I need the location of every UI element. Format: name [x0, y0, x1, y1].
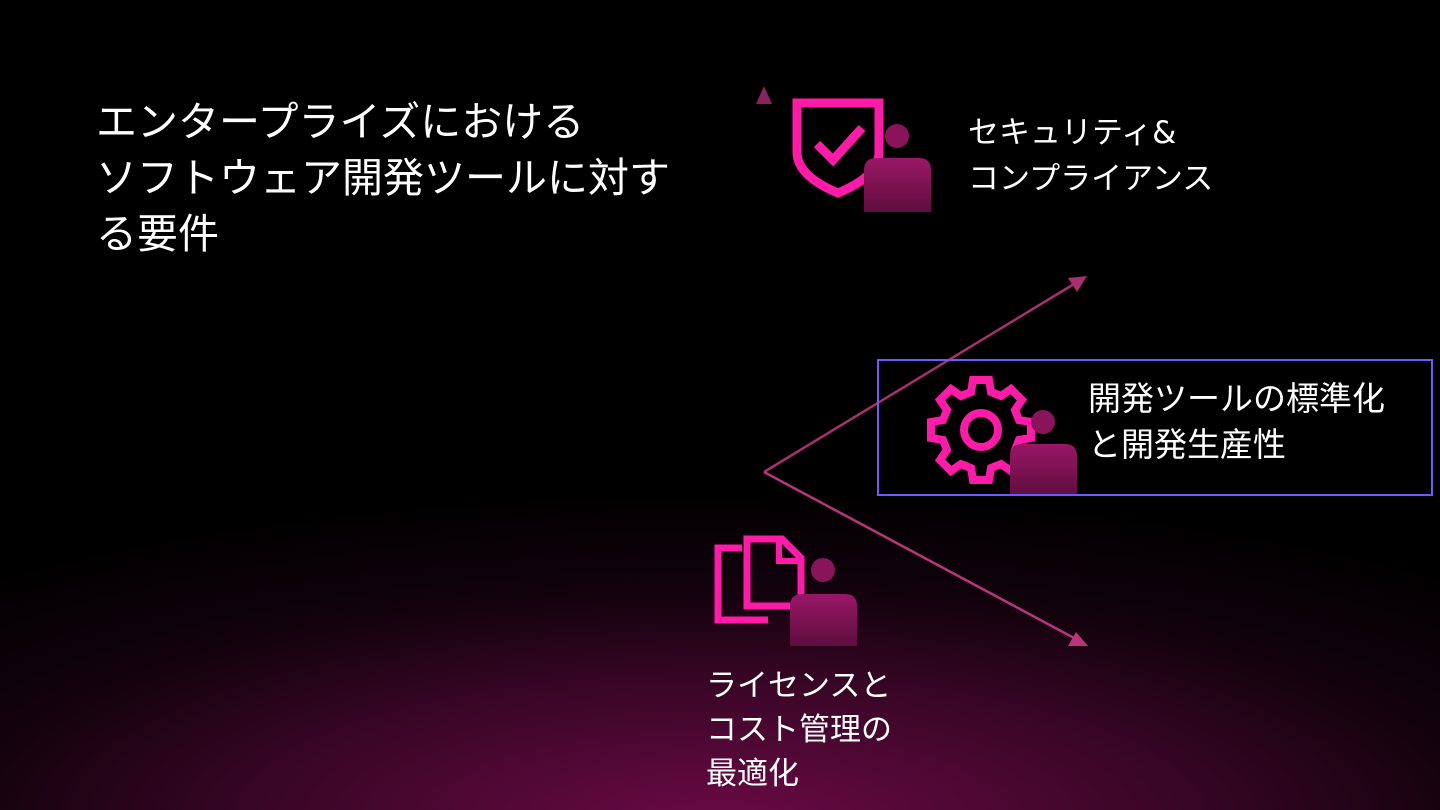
shield-check-person-icon — [792, 98, 931, 212]
security-line-1: セキュリティ& — [968, 115, 1177, 151]
license-line-2: コスト管理の — [706, 712, 892, 748]
title-line-2: ソフトウェア開発ツールに対す — [96, 154, 670, 202]
node-label-security: セキュリティ& コンプライアンス — [968, 110, 1213, 202]
highlight-box-standardization — [877, 359, 1433, 496]
standardization-line-2: と開発生産性 — [1088, 425, 1286, 464]
license-line-1: ライセンスと — [706, 668, 892, 704]
security-line-2: コンプライアンス — [968, 161, 1214, 197]
axis-diagonal-up — [763, 276, 1087, 474]
title-line-3: る要件 — [96, 210, 219, 258]
node-label-standardization: 開発ツールの標準化 と開発生産性 — [1088, 376, 1385, 468]
title-line-1: エンタープライズにおける — [96, 98, 585, 146]
axis-vertical — [756, 86, 772, 472]
standardization-line-1: 開発ツールの標準化 — [1088, 379, 1385, 418]
license-line-3: 最適化 — [706, 756, 799, 792]
axis-diagonal-down — [763, 470, 1088, 646]
documents-person-icon — [714, 535, 857, 646]
gear-person-icon — [927, 376, 1077, 496]
page-title: エンタープライズにおける ソフトウェア開発ツールに対す る要件 — [96, 94, 716, 262]
node-label-license: ライセンスと コスト管理の 最適化 — [706, 664, 892, 796]
